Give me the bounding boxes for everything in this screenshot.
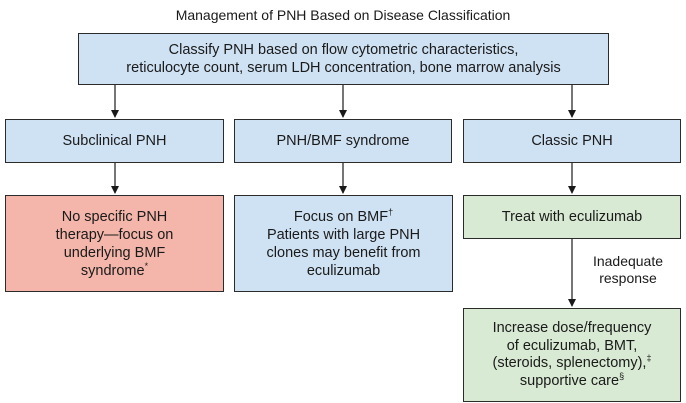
- classic-pnh-label: Classic PNH: [531, 133, 613, 149]
- classify-line-2: reticulocyte count, serum LDH concentrat…: [126, 60, 561, 76]
- pnh-bmf-treatment-line-2: Patients with large PNH: [266, 226, 421, 243]
- inadequate-response-label: Inadequate response: [588, 253, 668, 287]
- dagger-footnote-mark: †: [388, 206, 394, 217]
- subclinical-treatment-line-3: underlying BMF: [63, 244, 166, 261]
- subclinical-pnh-box: Subclinical PNH: [5, 119, 224, 163]
- subclinical-treatment-line-2: therapy—focus on: [55, 226, 174, 243]
- escalation-line-2: of eculizumab, BMT,: [506, 337, 638, 354]
- classic-treatment-box: Treat with eculizumab: [463, 195, 681, 239]
- double-dagger-footnote-mark: ‡: [646, 353, 652, 364]
- pnh-bmf-syndrome-box: PNH/BMF syndrome: [234, 119, 452, 163]
- escalation-line-4: supportive care: [519, 372, 620, 389]
- escalation-line-3: (steroids, splenectomy),: [492, 355, 647, 371]
- pnh-bmf-treatment-line-3: clones may benefit from: [266, 244, 421, 261]
- subclinical-treatment-line-1: No specific PNH: [61, 208, 168, 225]
- escalation-line-1: Increase dose/frequency: [492, 320, 652, 336]
- classify-line-1: Classify PNH based on flow cytometric ch…: [168, 42, 519, 58]
- section-footnote-mark: §: [619, 370, 625, 381]
- diagram-title: Management of PNH Based on Disease Class…: [175, 7, 511, 23]
- classic-treatment-label: Treat with eculizumab: [501, 209, 643, 225]
- pnh-bmf-syndrome-label: PNH/BMF syndrome: [276, 133, 410, 149]
- inadequate-line-2: response: [599, 270, 657, 286]
- pnh-bmf-treatment-line-1: Focus on BMF: [293, 208, 389, 225]
- pnh-bmf-treatment-line-4: eculizumab: [306, 262, 381, 279]
- classic-pnh-box: Classic PNH: [463, 119, 681, 163]
- escalation-therapy-box: Increase dose/frequency of eculizumab, B…: [463, 308, 681, 402]
- pnh-bmf-treatment-box: Focus on BMF† Patients with large PNH cl…: [234, 195, 453, 292]
- classify-pnh-box: Classify PNH based on flow cytometric ch…: [78, 33, 609, 85]
- inadequate-line-1: Inadequate: [592, 253, 664, 269]
- subclinical-pnh-label: Subclinical PNH: [62, 133, 167, 149]
- subclinical-treatment-box: No specific PNH therapy—focus on underly…: [5, 195, 224, 292]
- subclinical-treatment-line-4: syndrome: [80, 262, 145, 279]
- asterisk-footnote-mark: *: [144, 260, 149, 271]
